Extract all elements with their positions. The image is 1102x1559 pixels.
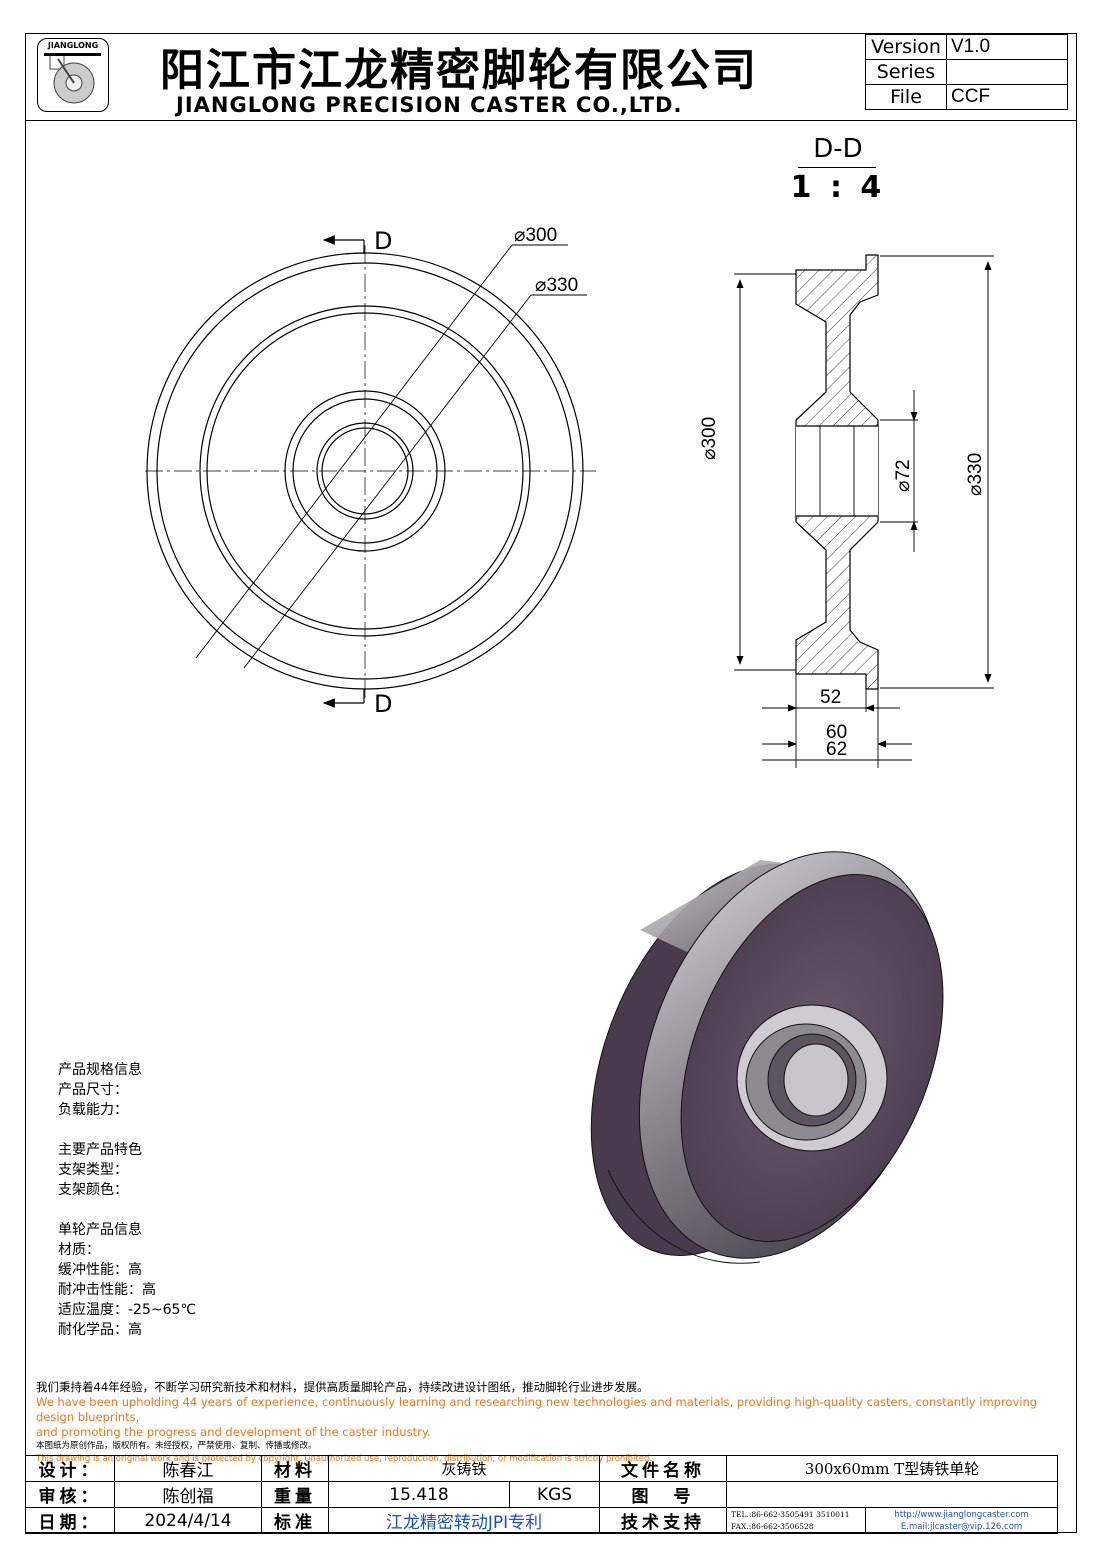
revision-table: Version V1.0 Series File CCF xyxy=(865,34,1068,110)
support-label: 技术支持 xyxy=(599,1507,727,1534)
contact-phone: TEL.:86-662-3505491 3510011 FAX.:86-662-… xyxy=(725,1507,867,1534)
date-label: 日期： xyxy=(25,1507,115,1534)
title-row-1: 设计： 陈春江 材料 灰铸铁 文件名称 300x60mm T型铸铁单轮 xyxy=(25,1455,1058,1482)
spec-group-title: 单轮产品信息 xyxy=(58,1222,142,1238)
side-dim-60: 60 xyxy=(826,722,848,743)
title-row-3: 日期： 2024/4/14 标准 江龙精密转动JPI专利 技术支持 TEL.:8… xyxy=(25,1507,1058,1534)
spec-impact: 耐冲击性能：高 xyxy=(58,1282,156,1298)
date-value: 2024/4/14 xyxy=(114,1507,262,1534)
side-dim-300: ⌀300 xyxy=(699,416,720,460)
mission-en-1: We have been upholding 44 years of exper… xyxy=(36,1395,1038,1424)
weight-unit: KGS xyxy=(509,1481,600,1508)
web-circle xyxy=(206,312,524,630)
front-dim-330: ⌀330 xyxy=(535,275,579,296)
web-outer-circle xyxy=(199,305,531,637)
front-cut-label-top: D xyxy=(374,227,393,255)
outer-flange-circle xyxy=(146,252,584,690)
company-name-en: JIANGLONG PRECISION CASTER CO.,LTD. xyxy=(176,93,683,117)
section-title-rule xyxy=(798,167,876,168)
side-dim-52: 52 xyxy=(820,687,842,708)
meta-value: CCF xyxy=(946,84,1068,110)
meta-row-file: File CCF xyxy=(865,84,1068,110)
side-dim-62: 62 xyxy=(826,739,848,760)
spec-bracket-type: 支架类型： xyxy=(58,1162,128,1178)
company-logo: JIANGLONG xyxy=(37,38,109,112)
review-value: 陈创福 xyxy=(114,1481,262,1508)
standard-label: 标准 xyxy=(261,1507,329,1534)
design-value: 陈春江 xyxy=(114,1455,262,1482)
filename-value: 300x60mm T型铸铁单轮 xyxy=(726,1455,1058,1482)
email-link[interactable]: E.mail:jlcaster@vip.126.com xyxy=(900,1521,1023,1532)
tel: TEL.:86-662-3505491 3510011 xyxy=(731,1509,850,1519)
mission-cn: 我们秉持着44年经验，不断学习研究新技术和材料，提供高质量脚轮产品，持续改进设计… xyxy=(36,1380,649,1394)
contact-web: http://www.jianglongcaster.com E.mail:jl… xyxy=(865,1507,1058,1534)
spec-temperature: 适应温度：-25~65℃ xyxy=(58,1302,197,1318)
title-row-2: 审核： 陈创福 重量 15.418 KGS 图 号 xyxy=(25,1481,1058,1508)
review-label: 审核： xyxy=(25,1481,115,1508)
side-dim-72: ⌀72 xyxy=(893,459,914,492)
website-link[interactable]: http://www.jianglongcaster.com xyxy=(894,1509,1029,1520)
fax: FAX.:86-662-3506528 xyxy=(731,1521,814,1531)
spec-cushion: 缓冲性能：高 xyxy=(58,1262,142,1278)
copyright-cn: 本图纸为原创作品，版权所有。未经授权，严禁使用、复制、传播或修改。 xyxy=(36,1441,317,1451)
front-cut-label-bottom: D xyxy=(374,690,393,718)
caster-logo-icon xyxy=(44,53,101,104)
bore-outer-circle xyxy=(316,422,414,520)
front-view xyxy=(145,235,596,708)
standard-value: 江龙精密转动JPI专利 xyxy=(328,1507,600,1534)
company-name-cn: 阳江市江龙精密脚轮有限公司 xyxy=(160,45,758,96)
section-view xyxy=(734,254,994,768)
spec-material: 材质： xyxy=(58,1242,100,1258)
product-specs: 产品规格信息 产品尺寸： 负载能力： 主要产品特色 支架类型： 支架颜色： 单轮… xyxy=(58,1060,196,1340)
header-divider xyxy=(25,120,1077,121)
logo-text: JIANGLONG xyxy=(47,41,99,50)
dia-300-leader xyxy=(195,244,513,659)
wheel-3d-render xyxy=(590,851,944,1264)
spec-group-title: 产品规格信息 xyxy=(58,1062,142,1078)
design-label: 设计： xyxy=(25,1455,115,1482)
spec-load: 负载能力： xyxy=(58,1102,128,1118)
side-dim-330: ⌀330 xyxy=(965,452,986,496)
hub-circle xyxy=(292,398,438,544)
spec-group-title: 主要产品特色 xyxy=(58,1142,142,1158)
mission-en-2: and promoting the progress and developme… xyxy=(36,1425,431,1439)
section-scale: 1 : 4 xyxy=(790,170,886,205)
tread-circle xyxy=(156,262,574,680)
drawing-no-label: 图 号 xyxy=(599,1481,727,1508)
section-view-name: D-D xyxy=(813,134,863,164)
spec-bracket-color: 支架颜色： xyxy=(58,1182,128,1198)
material-label: 材料 xyxy=(261,1455,329,1482)
bore-circle xyxy=(321,427,409,515)
dia-330-leader xyxy=(243,294,532,669)
drawing-no-value xyxy=(726,1481,1058,1508)
material-value: 灰铸铁 xyxy=(328,1455,600,1482)
spec-chemical: 耐化学品：高 xyxy=(58,1322,142,1338)
filename-label: 文件名称 xyxy=(599,1455,727,1482)
mission-statement: 我们秉持着44年经验，不断学习研究新技术和材料，提供高质量脚轮产品，持续改进设计… xyxy=(36,1380,1076,1466)
hub-outer-circle xyxy=(284,390,446,552)
weight-label: 重量 xyxy=(261,1481,329,1508)
title-block: 设计： 陈春江 材料 灰铸铁 文件名称 300x60mm T型铸铁单轮 审核： … xyxy=(25,1455,1058,1534)
spec-size: 产品尺寸： xyxy=(58,1082,128,1098)
meta-key: File xyxy=(865,84,947,110)
weight-value: 15.418 xyxy=(328,1481,510,1508)
meta-key: Version xyxy=(865,34,947,60)
front-dim-300: ⌀300 xyxy=(514,225,558,246)
